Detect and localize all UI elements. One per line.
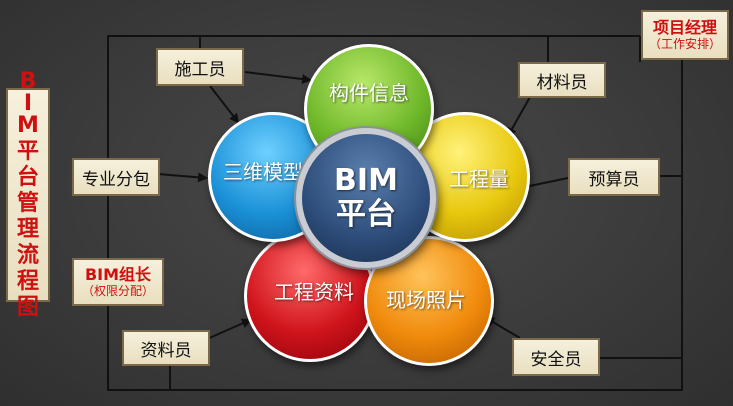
role-label: 项目经理 <box>652 17 717 37</box>
role-label: 安全员 <box>530 349 582 370</box>
side-title-char: 图 <box>16 294 39 320</box>
center-line2: 平台 <box>336 197 396 232</box>
role-label: 预算员 <box>588 169 640 190</box>
side-title-box: B I M 平 台 管 理 流 程 图 <box>6 69 50 320</box>
petal-label: 三维模型 <box>223 159 303 184</box>
side-title-char: M <box>17 113 39 139</box>
role-project-manager: 项目经理 （工作安排） <box>641 10 729 60</box>
role-constructor: 施工员 <box>156 48 244 86</box>
role-safety: 安全员 <box>512 338 600 376</box>
role-subcontractor: 专业分包 <box>72 158 160 196</box>
role-label: BIM组长 <box>84 264 152 284</box>
petal-label: 工程资料 <box>274 279 354 304</box>
side-title-char: 台 <box>16 165 39 191</box>
petal-label: 现场照片 <box>386 287 466 312</box>
side-title-char: 理 <box>16 216 39 242</box>
role-material: 材料员 <box>518 62 606 98</box>
side-title-char: I <box>23 91 33 117</box>
petal-photos: 现场照片 <box>364 236 494 366</box>
role-note: （工作安排） <box>648 37 721 52</box>
side-title-char: 流 <box>16 242 39 268</box>
role-budget: 预算员 <box>568 158 660 196</box>
role-documenter: 资料员 <box>122 330 210 366</box>
role-note: （权限分配） <box>81 284 154 299</box>
side-title-char: 管 <box>16 191 39 216</box>
center-line1: BIM <box>334 162 398 198</box>
petal-label: 工程量 <box>449 166 509 191</box>
role-label: 施工员 <box>174 59 226 80</box>
side-title-char: B <box>19 69 37 95</box>
role-bim-leader: BIM组长 （权限分配） <box>72 258 164 306</box>
role-label: 材料员 <box>536 72 588 93</box>
side-title-char: 平 <box>16 139 39 165</box>
role-label: 资料员 <box>140 340 192 361</box>
role-label: 专业分包 <box>82 169 150 190</box>
side-title-char: 程 <box>16 268 39 294</box>
center-hub: BIM 平台 <box>296 128 436 268</box>
petal-label: 构件信息 <box>329 80 409 105</box>
